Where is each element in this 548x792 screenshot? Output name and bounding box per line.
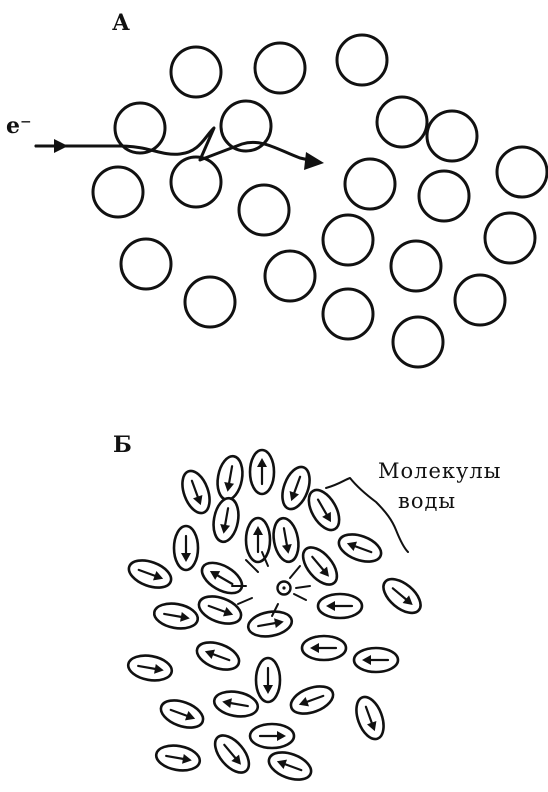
atom [323, 215, 373, 265]
water-molecule [195, 591, 245, 629]
water-molecule [318, 594, 362, 618]
atom-lattice [93, 35, 547, 367]
central-ion-core [282, 586, 285, 589]
panel-b: Б Молекулы воды [113, 432, 501, 785]
atom [265, 251, 315, 301]
atom [121, 239, 171, 289]
atom [255, 43, 305, 93]
hydration-tick [238, 598, 252, 604]
water-molecule [193, 637, 243, 675]
water-molecule [303, 485, 346, 535]
hydration-tick [296, 586, 310, 588]
panel-a-label: А [112, 10, 130, 36]
electron-trajectory [36, 128, 318, 162]
atom [171, 157, 221, 207]
atom [337, 35, 387, 85]
atom [323, 289, 373, 339]
electron-exit-arrowhead [304, 152, 324, 170]
water-molecule [209, 729, 256, 778]
water-molecule [335, 529, 385, 567]
atom [427, 111, 477, 161]
electron-label: e⁻ [6, 113, 32, 139]
hydration-tick [294, 594, 306, 600]
atom [485, 213, 535, 263]
atom [391, 241, 441, 291]
water-molecule [197, 557, 247, 600]
atom [345, 159, 395, 209]
atom [377, 97, 427, 147]
atom [419, 171, 469, 221]
water-molecule [177, 467, 215, 517]
atom [239, 185, 289, 235]
water-molecule [297, 541, 344, 590]
water-molecule [354, 648, 398, 672]
water-molecule [250, 450, 274, 494]
water-molecules [125, 450, 426, 785]
water-molecule [125, 555, 175, 593]
water-molecule [377, 573, 426, 620]
electron-entry-arrowhead [54, 139, 68, 153]
hydration-tick [290, 566, 300, 578]
water-molecule [210, 496, 241, 543]
water-molecule [256, 658, 280, 702]
water-molecule [212, 688, 259, 719]
water-molecule [154, 742, 201, 773]
water-molecule [246, 608, 293, 639]
water-molecule [287, 681, 337, 719]
water-molecule [265, 747, 315, 785]
panel-b-label: Б [113, 432, 132, 458]
water-label-line2: воды [398, 489, 456, 513]
water-molecule [270, 516, 301, 563]
water-molecule [126, 652, 173, 683]
atom [171, 47, 221, 97]
water-molecule [250, 724, 294, 748]
atom [497, 147, 547, 197]
water-molecule [174, 526, 198, 570]
water-molecule [214, 454, 245, 501]
water-molecule [157, 695, 207, 733]
water-molecule [246, 518, 270, 562]
panel-a: А e⁻ [6, 10, 547, 367]
atom [455, 275, 505, 325]
atom [93, 167, 143, 217]
water-molecule [152, 600, 199, 631]
atom [185, 277, 235, 327]
water-molecule [302, 636, 346, 660]
water-molecule [351, 693, 389, 743]
water-label-line1: Молекулы [378, 459, 501, 483]
atom [393, 317, 443, 367]
